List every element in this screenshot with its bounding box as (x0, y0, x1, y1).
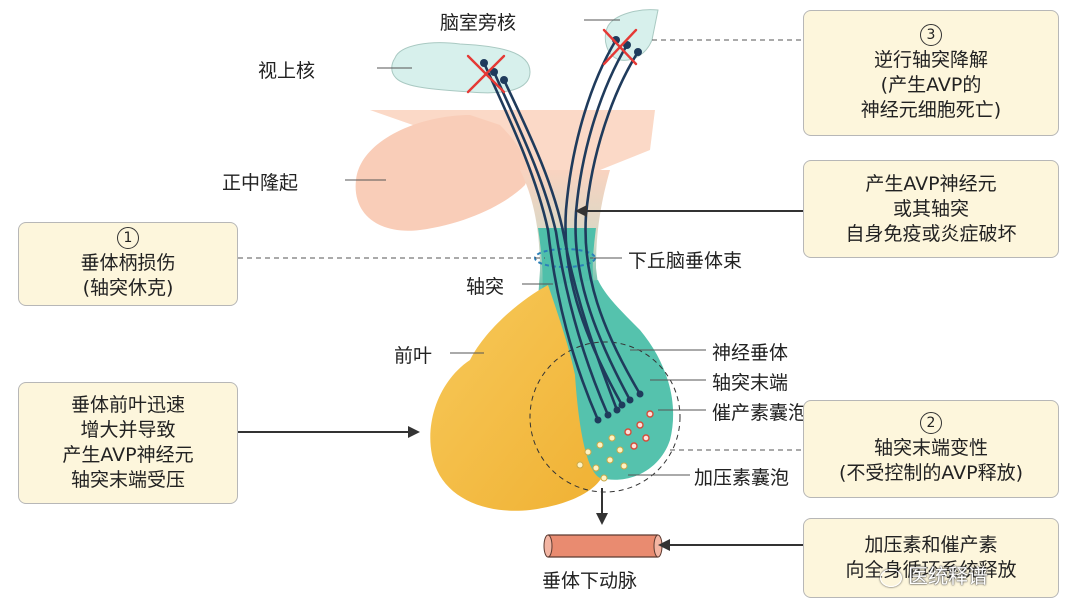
cross-son (466, 54, 506, 94)
axon-terminal-dots (594, 390, 644, 424)
label-oxytocin-vesicle: 催产素囊泡 (712, 402, 808, 424)
arrow-anterior (238, 426, 420, 438)
cross-pvn (602, 28, 638, 66)
supraoptic-nucleus-shape (391, 42, 531, 94)
posterior-lobe-shape (548, 280, 674, 480)
number-badge-2: 2 (920, 412, 942, 434)
release-arrow (596, 488, 608, 525)
autoimmune-line-1: 产生AVP神经元 (865, 172, 997, 195)
anterior-lobe-shape (430, 285, 605, 511)
box-stalk-injury: 1 垂体柄损伤 (轴突休克) (18, 222, 238, 306)
label-paraventricular-nucleus: 脑室旁核 (440, 12, 517, 34)
median-eminence-shape (355, 115, 528, 231)
leader-lines (345, 19, 706, 476)
box3-line-3: 神经元细胞死亡) (860, 98, 1002, 121)
box3-line-2: (产生AVP的 (880, 73, 982, 96)
arrow-hormones (658, 539, 803, 551)
wechat-icon (880, 568, 902, 587)
box-retrograde-degeneration: 3 逆行轴突降解 (产生AVP的 神经元细胞死亡) (803, 10, 1059, 136)
box1-line-1: 垂体柄损伤 (80, 252, 176, 274)
number-badge-1: 1 (117, 227, 139, 249)
label-median-eminence: 正中隆起 (222, 172, 299, 194)
box3-line-1: 逆行轴突降解 (873, 48, 988, 71)
anterior-line-3: 产生AVP神经元 (62, 444, 194, 466)
box1-line-2: (轴突休克) (82, 277, 174, 299)
label-supraoptic-nucleus: 视上核 (258, 60, 316, 82)
box2-line-1: 轴突末端变性 (873, 437, 988, 459)
label-inferior-hypophyseal-artery: 垂体下动脉 (542, 570, 638, 592)
label-axon: 轴突 (466, 276, 505, 298)
label-hypothalamo-hypophyseal-tract: 下丘脑垂体束 (628, 250, 743, 272)
number-badge-3: 3 (920, 23, 942, 46)
anterior-line-1: 垂体前叶迅速 (70, 394, 185, 416)
hormones-line-1: 加压素和催产素 (864, 534, 998, 556)
watermark-text: 医统释谱 (908, 564, 988, 588)
box-terminal-degeneration: 2 轴突末端变性 (不受控制的AVP释放) (803, 400, 1059, 498)
label-axon-terminal: 轴突末端 (712, 372, 789, 394)
autoimmune-line-3: 自身免疫或炎症破坏 (845, 222, 1017, 245)
autoimmune-line-2: 或其轴突 (892, 197, 969, 220)
box-hormone-release: 加压素和催产素 向全身循环系统释放 (803, 518, 1059, 598)
box-anterior-enlargement: 垂体前叶迅速 增大并导致 产生AVP神经元 轴突末端受压 (18, 382, 238, 504)
arrow-autoimmune (575, 205, 803, 217)
vasopressin-vesicles (576, 434, 628, 482)
box2-line-2: (不受控制的AVP释放) (838, 462, 1024, 484)
anterior-line-4: 轴突末端受压 (70, 469, 185, 491)
anterior-line-2: 增大并导致 (80, 419, 176, 441)
dashed-connectors (238, 39, 802, 451)
label-neurohypophysis: 神经垂体 (712, 342, 789, 364)
terminal-zoom-circle (529, 341, 681, 493)
inferior-hypophyseal-artery (543, 534, 663, 558)
oxytocin-vesicles (624, 410, 654, 450)
label-vasopressin-vesicle: 加压素囊泡 (694, 467, 790, 489)
watermark: 医统释谱 (880, 560, 988, 589)
box-autoimmune-destruction: 产生AVP神经元 或其轴突 自身免疫或炎症破坏 (803, 160, 1059, 258)
label-anterior-lobe: 前叶 (394, 345, 433, 367)
